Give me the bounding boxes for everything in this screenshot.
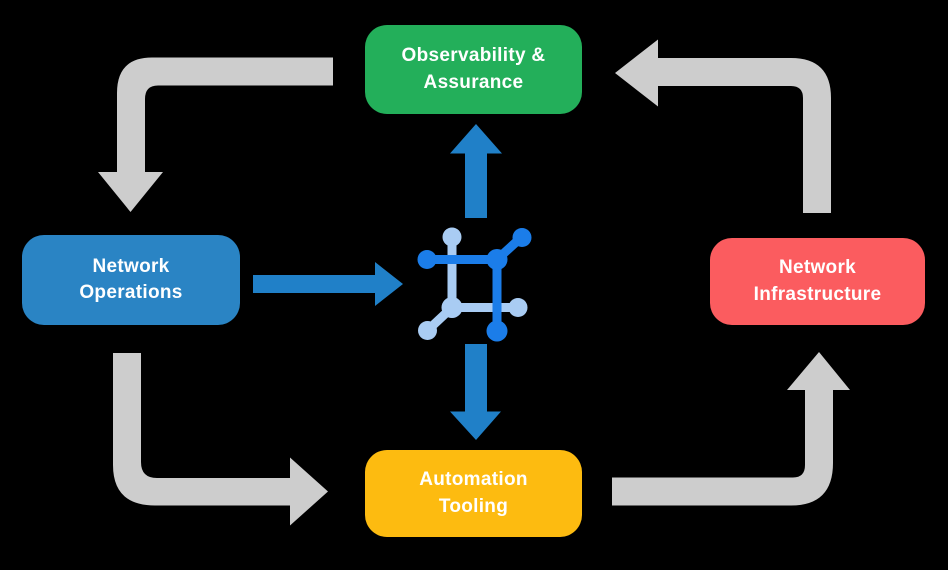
node-observability-label: Observability & Assurance <box>401 45 546 93</box>
node-network-infrastructure: Network Infrastructure <box>710 238 925 325</box>
icon-lower-left-node <box>418 321 437 340</box>
node-operations-label: Network Operations <box>79 255 183 303</box>
icon-top-left-node <box>442 227 462 247</box>
node-network-operations: Network Operations <box>22 235 240 325</box>
icon-right-light-node <box>508 298 528 317</box>
flow-arrow-operations-to-icon <box>253 262 403 306</box>
icon-bottom-left-corner-node <box>441 297 463 318</box>
network-automation-icon <box>417 227 532 342</box>
node-automation-label: Automation Tooling <box>419 469 528 517</box>
node-observability-assurance: Observability & Assurance <box>365 25 582 114</box>
icon-left-dark-node <box>417 250 437 269</box>
node-infrastructure-label: Network Infrastructure <box>753 257 882 305</box>
node-automation-tooling: Automation Tooling <box>365 450 582 537</box>
flow-arrow-icon-to-automation <box>450 344 501 440</box>
cycle-arrow-automation-to-infrastructure <box>612 352 850 506</box>
cycle-arrow-operations-to-automation <box>113 353 328 526</box>
icon-top-right-corner-node <box>486 249 508 270</box>
icon-upper-right-node <box>512 228 532 247</box>
icon-bottom-dark-node <box>486 320 508 342</box>
flow-arrow-icon-to-observability <box>450 124 502 218</box>
cycle-arrow-infrastructure-to-observability <box>615 39 831 213</box>
cycle-arrow-observability-to-operations <box>98 57 333 212</box>
